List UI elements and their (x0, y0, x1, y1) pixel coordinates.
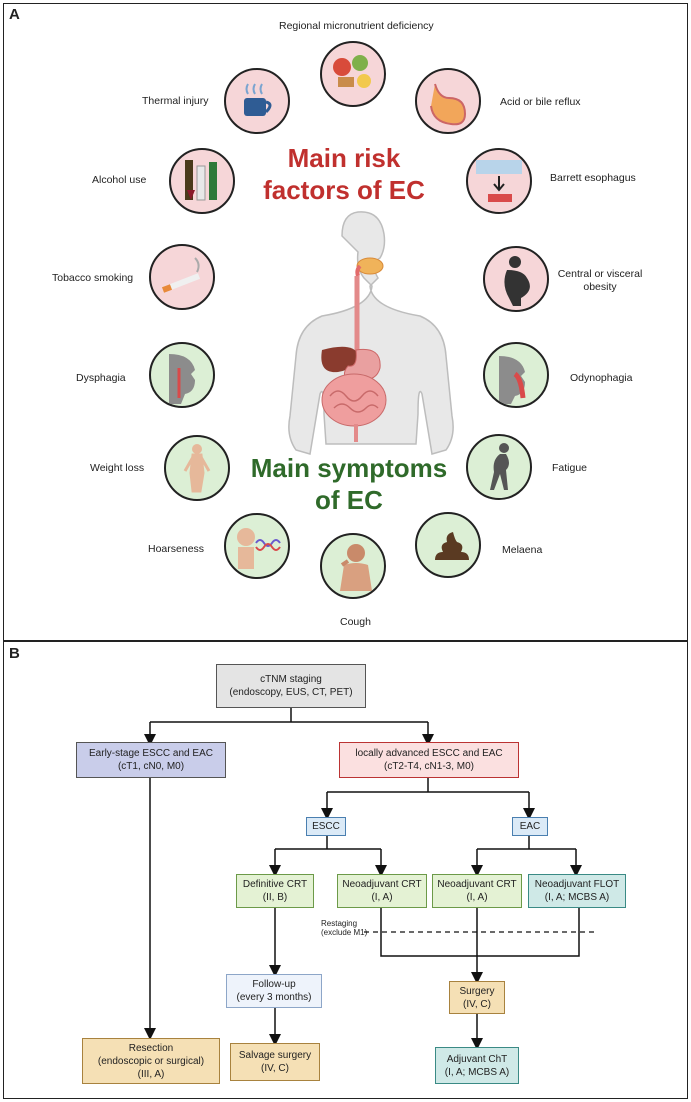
label-thermal-injury: Thermal injury (142, 95, 209, 107)
neoadjuvant-flot-box: Neoadjuvant FLOT (I, A; MCBS A) (528, 874, 626, 908)
neo-crt-escc-line1: Neoadjuvant CRT (342, 879, 422, 890)
neo-crt-eac-line1: Neoadjuvant CRT (437, 879, 517, 890)
restaging-line2: (exclude M1) (321, 928, 368, 937)
surgery-line1: Surgery (459, 985, 495, 997)
label-alcohol: Alcohol use (92, 174, 147, 186)
neo-flot-line1: Neoadjuvant FLOT (534, 879, 620, 890)
risk-title-line2: factors of EC (263, 175, 425, 205)
definitive-crt-line2: (II, B) (262, 892, 288, 903)
label-dysphagia: Dysphagia (76, 372, 126, 384)
label-micronutrient: Regional micronutrient deficiency (279, 20, 434, 32)
eac-box: EAC (512, 817, 548, 836)
staging-line2: (endoscopy, EUS, CT, PET) (229, 687, 353, 698)
early-stage-box: Early-stage ESCC and EAC (cT1, cN0, M0) (76, 742, 226, 778)
fatigue-icon (466, 434, 532, 500)
panel-a: A Main risk factors of EC Main symptoms … (3, 3, 688, 641)
symptom-title-line2: of EC (315, 485, 383, 515)
neoadjuvant-crt-eac-box: Neoadjuvant CRT (I, A) (432, 874, 522, 908)
early-line1: Early-stage ESCC and EAC (89, 748, 213, 759)
early-line2: (cT1, cN0, M0) (117, 761, 185, 772)
weight-loss-icon (164, 435, 230, 501)
resection-line2: (endoscopic or surgical) (97, 1055, 205, 1067)
label-barrett: Barrett esophagus (550, 172, 636, 184)
follow-up-line2: (every 3 months) (236, 992, 312, 1003)
label-weight-loss: Weight loss (90, 462, 145, 474)
neo-crt-escc-line2: (I, A) (371, 892, 393, 903)
definitive-crt-line1: Definitive CRT (242, 879, 308, 890)
food-icon (320, 41, 386, 107)
risk-factors-title: Main risk factors of EC (259, 142, 429, 206)
neoadjuvant-crt-escc-box: Neoadjuvant CRT (I, A) (337, 874, 427, 908)
surgery-line2: (IV, C) (463, 998, 491, 1010)
flowchart-connectors (144, 708, 596, 1050)
panel-b-label: B (9, 645, 20, 662)
advanced-line2: (cT2-T4, cN1-3, M0) (383, 761, 474, 772)
cigarette-icon (149, 244, 215, 310)
label-hoarseness: Hoarseness (148, 543, 205, 555)
risk-title-line1: Main risk (287, 143, 401, 173)
label-melaena: Melaena (502, 544, 543, 556)
label-cough: Cough (340, 616, 371, 628)
staging-line1: cTNM staging (260, 674, 322, 685)
resection-box: Resection (endoscopic or surgical) (III,… (82, 1038, 220, 1084)
follow-up-line1: Follow-up (252, 979, 296, 990)
resection-line1: Resection (128, 1042, 174, 1054)
surgery-box: Surgery (IV, C) (449, 981, 505, 1014)
human-body-illustration (288, 211, 454, 455)
hoarseness-icon (224, 513, 290, 579)
label-acid-reflux: Acid or bile reflux (500, 96, 581, 108)
stomach-icon (415, 68, 481, 134)
adjuvant-line1: Adjuvant ChT (446, 1053, 508, 1065)
salvage-line1: Salvage surgery (238, 1050, 312, 1061)
neo-crt-eac-line2: (I, A) (466, 892, 488, 903)
ctnm-staging-box: cTNM staging (endoscopy, EUS, CT, PET) (216, 664, 366, 708)
hot-cup-icon (224, 68, 290, 134)
symptoms-title: Main symptoms of EC (249, 452, 449, 516)
adjuvant-line2: (I, A; MCBS A) (444, 1066, 510, 1078)
follow-up-box: Follow-up (every 3 months) (226, 974, 322, 1008)
obesity-icon (483, 246, 549, 312)
melaena-icon (415, 512, 481, 578)
eac-label: EAC (519, 821, 541, 832)
advanced-line1: locally advanced ESCC and EAC (355, 748, 503, 759)
neo-flot-line2: (I, A; MCBS A) (544, 892, 610, 903)
salvage-line2: (IV, C) (261, 1063, 289, 1074)
resection-line3: (III, A) (137, 1068, 165, 1080)
restaging-line1: Restaging (321, 919, 358, 928)
odynophagia-icon (483, 342, 549, 408)
cough-icon (320, 533, 386, 599)
restaging-note: Restaging (exclude M1) (321, 919, 367, 937)
locally-advanced-box: locally advanced ESCC and EAC (cT2-T4, c… (339, 742, 519, 778)
label-odynophagia: Odynophagia (570, 372, 633, 384)
barrett-esophagus-icon (466, 148, 532, 214)
symptom-title-line1: Main symptoms (250, 453, 448, 483)
dysphagia-icon (149, 342, 215, 408)
escc-box: ESCC (306, 817, 346, 836)
panel-a-label: A (9, 6, 20, 23)
escc-label: ESCC (312, 821, 340, 832)
label-tobacco: Tobacco smoking (52, 272, 134, 284)
alcohol-icon (169, 148, 235, 214)
label-obesity: Central or visceral obesity (557, 268, 643, 293)
panel-b: B (3, 641, 688, 1099)
salvage-surgery-box: Salvage surgery (IV, C) (230, 1043, 320, 1081)
label-fatigue: Fatigue (552, 462, 588, 474)
adjuvant-cht-box: Adjuvant ChT (I, A; MCBS A) (435, 1047, 519, 1084)
definitive-crt-box: Definitive CRT (II, B) (236, 874, 314, 908)
